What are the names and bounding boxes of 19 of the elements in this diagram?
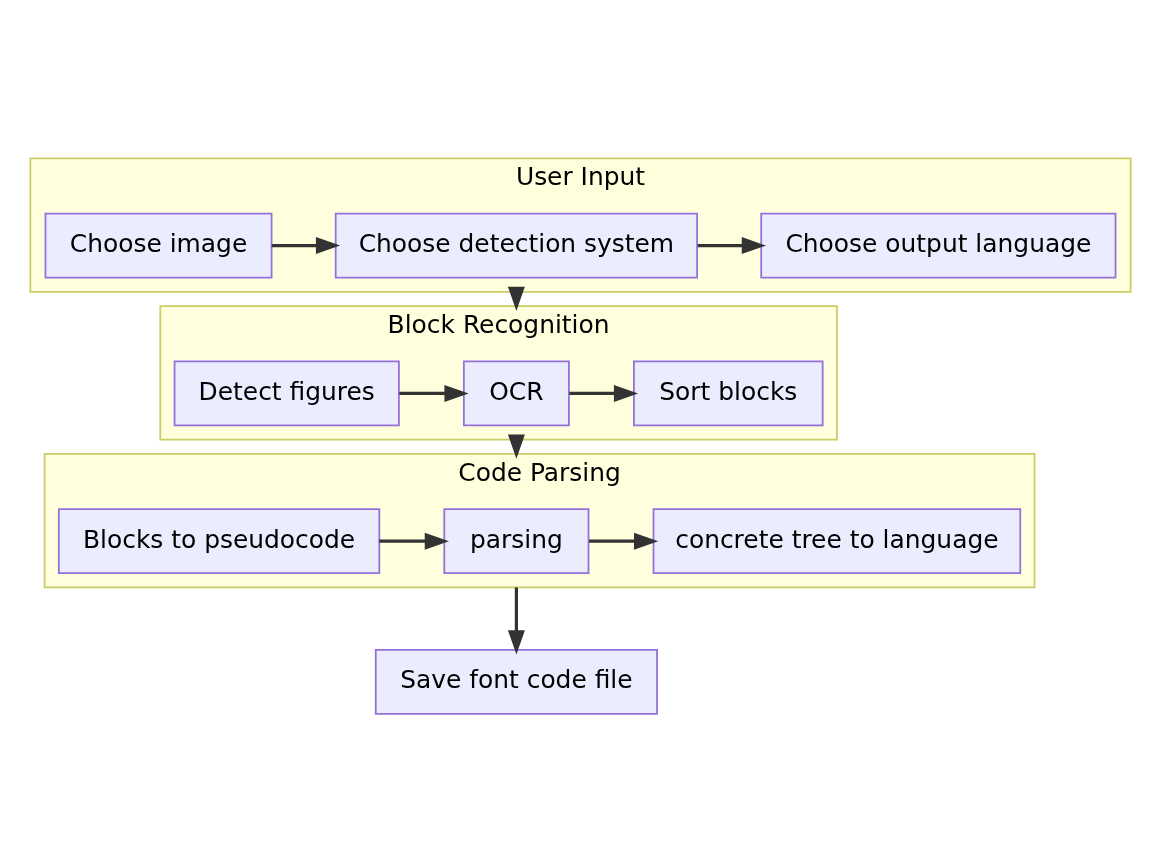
node-box: Choose image [44, 212, 273, 279]
arrow [589, 532, 659, 550]
arrow [379, 532, 449, 550]
arrow [399, 384, 469, 402]
node-box: Choose output language [760, 212, 1117, 279]
node-box: concrete tree to language [652, 507, 1022, 574]
arrow [569, 384, 639, 402]
node-box: Blocks to pseudocode [57, 507, 381, 574]
node-box: Save font code file [374, 648, 658, 715]
node-box: Sort blocks [633, 359, 824, 426]
arrow [271, 236, 341, 254]
node-box: Detect figures [173, 359, 400, 426]
node-box: parsing [443, 507, 590, 574]
arrow [507, 586, 525, 655]
arrow [507, 434, 525, 459]
node-box: Choose detection system [334, 212, 698, 279]
node-box: OCR [463, 359, 570, 426]
arrow [507, 286, 525, 311]
arrow [697, 236, 766, 254]
